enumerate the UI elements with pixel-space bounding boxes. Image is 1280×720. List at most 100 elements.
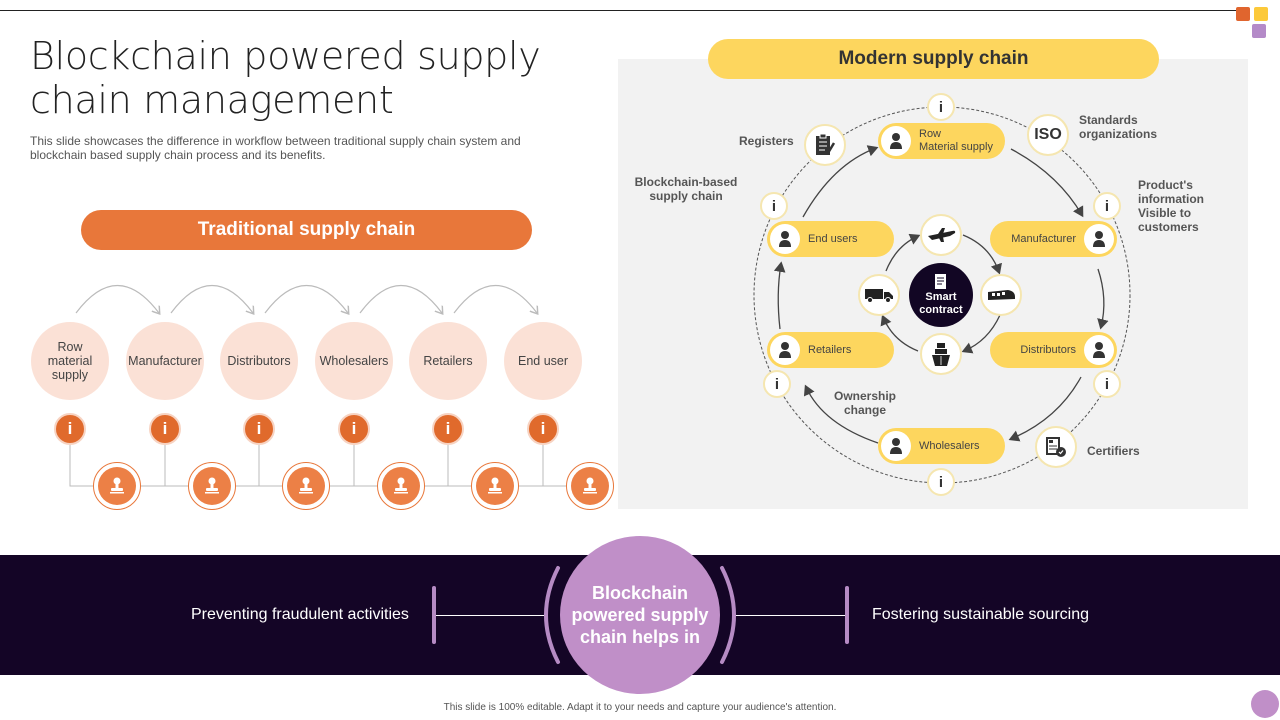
connector-line	[330, 445, 355, 487]
traditional-node-label: End user	[517, 354, 569, 368]
node-row-material-line2: Material supply	[919, 141, 993, 153]
info-icon[interactable]: i	[149, 413, 181, 445]
clipboard-icon	[804, 124, 846, 166]
stamp-icon	[377, 462, 425, 510]
traditional-connectors	[69, 285, 566, 487]
node-end-users-label: End users	[808, 232, 858, 245]
certificate-icon	[1035, 426, 1077, 468]
node-manufacturer[interactable]: Manufacturer	[990, 221, 1117, 257]
node-wholesalers[interactable]: Wholesalers	[878, 428, 1005, 464]
traditional-node-label: Wholesalers	[319, 354, 389, 368]
node-manufacturer-label: Manufacturer	[1011, 232, 1076, 245]
page-title: Blockchain powered supply chain manageme…	[30, 34, 541, 122]
label-ownership: Ownership change	[833, 389, 896, 417]
traditional-node[interactable]: Row material supply	[31, 322, 109, 400]
connector-line	[425, 445, 449, 487]
node-distributors[interactable]: Distributors	[990, 332, 1117, 368]
label-standards: Standards organizations	[1079, 113, 1158, 141]
flow-arrow	[170, 285, 253, 314]
contract-document-icon	[935, 274, 946, 289]
node-wholesalers-label: Wholesalers	[919, 439, 980, 452]
node-retailers[interactable]: Retailers	[767, 332, 894, 368]
arrow-endusers-to-row	[802, 145, 879, 218]
traditional-node[interactable]: Retailers	[409, 322, 487, 400]
ship-icon	[920, 333, 962, 375]
arrow-wholesalers-to-retailers	[803, 384, 879, 444]
smart-contract-hub: Smart contract	[909, 263, 973, 327]
left-bar	[432, 586, 436, 644]
connector-line	[519, 445, 544, 487]
connector-line	[258, 445, 282, 487]
flow-arrow	[359, 285, 442, 314]
label-blockchain-based: Blockchain-based supply chain	[634, 175, 738, 203]
footer-note: This slide is 100% editable. Adapt it to…	[443, 702, 837, 713]
flow-arrow	[264, 285, 348, 314]
node-row-material-line1: Row	[919, 128, 942, 140]
airplane-icon	[920, 214, 962, 256]
connector-line	[69, 445, 93, 487]
connector-line	[236, 445, 260, 487]
arrow-retailers-to-endusers	[773, 261, 786, 330]
label-registers: Registers	[739, 134, 794, 148]
person-icon	[770, 335, 800, 365]
info-icon[interactable]: i	[1093, 192, 1121, 220]
bracket-arcs	[544, 566, 736, 664]
truck-icon	[858, 274, 900, 316]
top-rule	[0, 10, 1240, 11]
arrow-distributors-to-wholesalers	[1008, 376, 1082, 442]
info-icon[interactable]: i	[927, 93, 955, 121]
stamp-icon	[93, 462, 141, 510]
stamp-icon	[566, 462, 614, 510]
orange-cube-icon	[1236, 7, 1250, 21]
info-icon[interactable]: i	[927, 468, 955, 496]
label-certifiers: Certifiers	[1087, 444, 1140, 458]
modern-header: Modern supply chain	[708, 39, 1159, 79]
info-icon[interactable]: i	[54, 413, 86, 445]
connector-line	[164, 445, 188, 487]
info-icon[interactable]: i	[1093, 370, 1121, 398]
connector-line	[542, 445, 566, 487]
traditional-node[interactable]: Distributors	[220, 322, 298, 400]
traditional-node[interactable]: Wholesalers	[315, 322, 393, 400]
inner-arrow-1	[885, 233, 921, 272]
benefits-center: Blockchain powered supply chain helps in	[560, 536, 720, 694]
logo-cubes	[1234, 4, 1278, 40]
node-end-users[interactable]: End users	[767, 221, 894, 257]
train-icon	[980, 274, 1022, 316]
traditional-header: Traditional supply chain	[81, 210, 532, 250]
corner-dot	[1251, 690, 1279, 718]
info-icon[interactable]: i	[527, 413, 559, 445]
label-product-info: Product's information Visible to custome…	[1138, 178, 1204, 234]
node-retailers-label: Retailers	[808, 343, 852, 356]
traditional-node[interactable]: Manufacturer	[126, 322, 204, 400]
iso-icon: ISO	[1027, 114, 1069, 156]
node-row-material[interactable]: Row Material supply	[878, 123, 1005, 159]
right-connector	[735, 615, 845, 616]
traditional-node-label: Distributors	[227, 354, 291, 368]
left-connector	[436, 615, 546, 616]
person-icon	[1084, 335, 1114, 365]
arrow-row-to-manufacturer	[1010, 148, 1084, 218]
arrow-manufacturer-to-distributors	[1097, 268, 1109, 330]
flow-arrow	[453, 285, 537, 314]
smart-contract-label-2: contract	[919, 304, 963, 316]
node-distributors-label: Distributors	[1020, 343, 1076, 356]
info-icon[interactable]: i	[338, 413, 370, 445]
person-icon	[881, 431, 911, 461]
traditional-node[interactable]: End user	[504, 322, 582, 400]
traditional-node-label: Manufacturer	[128, 354, 202, 368]
inner-arrow-2	[962, 234, 1002, 275]
benefit-right: Fostering sustainable sourcing	[872, 606, 1090, 623]
info-icon[interactable]: i	[432, 413, 464, 445]
flow-arrow	[75, 285, 159, 314]
connector-line	[141, 445, 166, 487]
benefit-left: Preventing fraudulent activities	[191, 606, 409, 623]
traditional-node-label: Retailers	[423, 354, 473, 368]
info-icon[interactable]: i	[760, 192, 788, 220]
traditional-node-label: Row material supply	[47, 340, 93, 382]
right-bar	[845, 586, 849, 644]
info-icon[interactable]: i	[243, 413, 275, 445]
info-icon[interactable]: i	[763, 370, 791, 398]
smart-contract-label-1: Smart	[925, 291, 957, 303]
person-icon	[881, 126, 911, 156]
